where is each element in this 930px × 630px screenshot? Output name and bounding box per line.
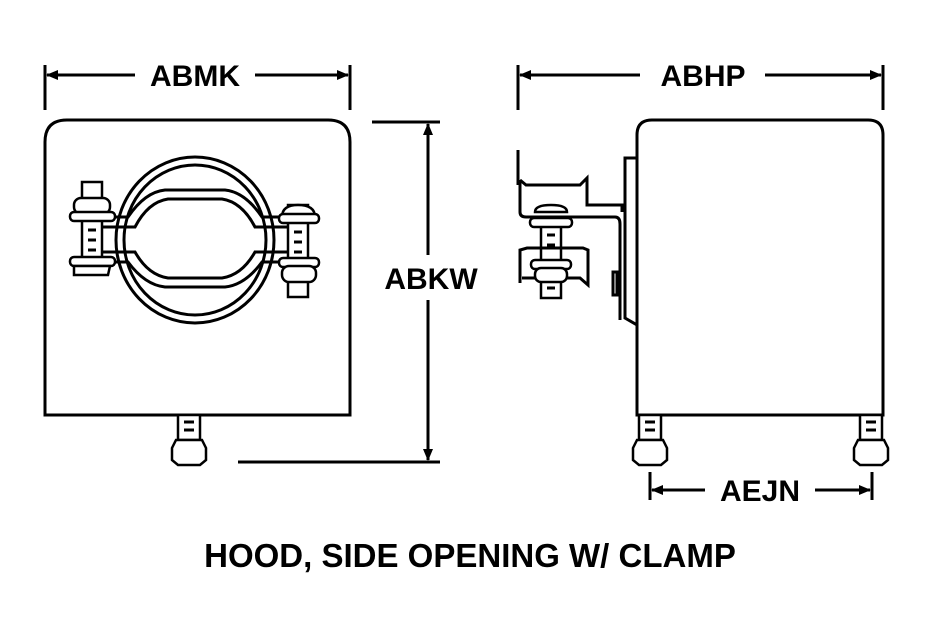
dimension-abhp: ABHP [516, 60, 885, 110]
front-hood-body [43, 118, 352, 417]
front-view [43, 118, 352, 467]
dimension-abmk: ABMK [43, 60, 352, 110]
front-foot-bolt [170, 413, 208, 467]
dimension-label-aejn: AEJN [720, 475, 800, 508]
side-foot-bolt-left [631, 413, 669, 467]
dimension-label-abhp: ABHP [660, 60, 745, 93]
right-clamp-bolt [277, 203, 321, 299]
side-view [516, 118, 890, 467]
clamp [68, 155, 321, 325]
dimension-label-abmk: ABMK [150, 60, 240, 93]
dimension-label-abkw: ABKW [384, 263, 478, 296]
dimension-aejn: AEJN [648, 472, 874, 508]
side-foot-bolt-right [852, 413, 890, 467]
dimension-abkw: ABKW [238, 120, 478, 464]
left-clamp-bolt [68, 180, 117, 277]
side-hood-body [635, 118, 885, 417]
diagram-title: HOOD, SIDE OPENING W/ CLAMP [204, 537, 736, 574]
